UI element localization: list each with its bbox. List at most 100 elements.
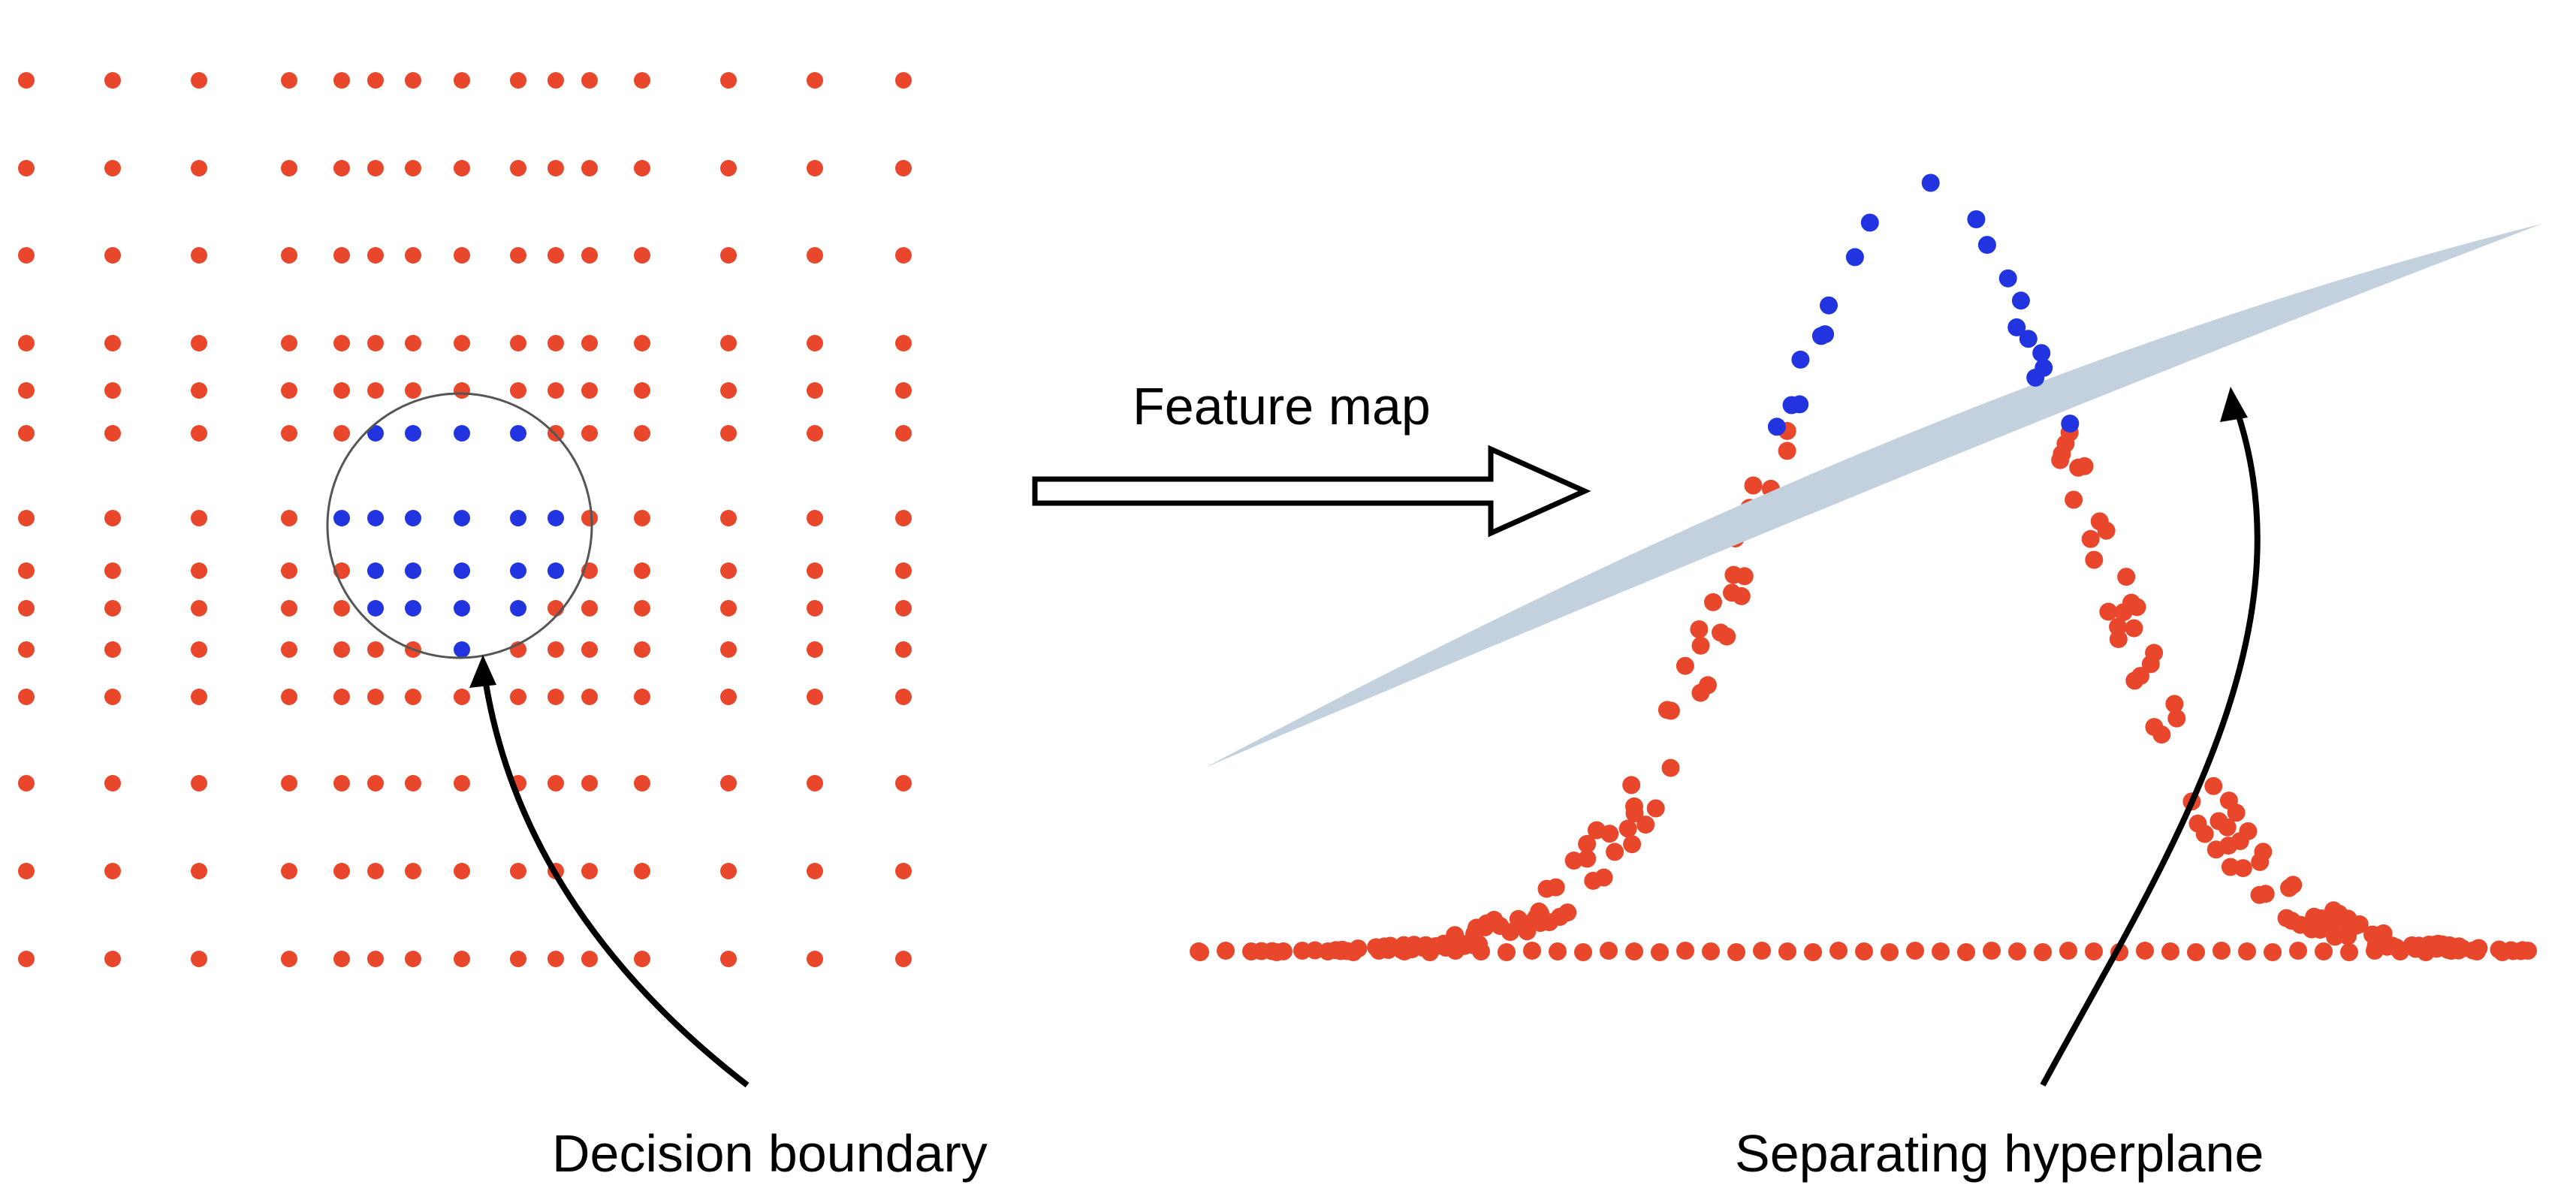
class-a-point [2117, 568, 2136, 586]
class-a-point [581, 600, 598, 617]
class-a-point [895, 641, 912, 658]
class-a-point [807, 641, 823, 658]
class-a-point [510, 247, 526, 264]
class-a-point [1957, 943, 1975, 961]
class-b-point [547, 562, 564, 579]
class-a-point [333, 247, 350, 264]
class-a-point [581, 775, 598, 791]
class-a-point [581, 641, 598, 658]
class-a-point [104, 160, 121, 176]
class-a-point [547, 247, 564, 264]
class-a-point [547, 72, 564, 89]
class-a-point [1727, 943, 1745, 961]
class-b-point [510, 425, 526, 442]
class-a-point [1778, 442, 1796, 460]
class-a-point [1421, 943, 1439, 961]
class-a-point [191, 72, 207, 89]
class-a-point [1676, 942, 1694, 960]
class-a-point [895, 562, 912, 579]
class-b-point [1767, 418, 1786, 436]
class-a-point [720, 775, 737, 791]
class-a-point [634, 863, 650, 879]
class-a-point [895, 951, 912, 967]
class-a-point [333, 863, 350, 879]
class-a-point [18, 951, 35, 967]
class-b-point [510, 600, 526, 617]
class-a-point [281, 562, 297, 579]
class-a-point [2218, 818, 2237, 837]
class-a-point [191, 951, 207, 967]
class-a-point [1690, 620, 1709, 638]
class-a-point [454, 863, 470, 879]
class-a-point [18, 863, 35, 879]
class-a-point [367, 689, 384, 705]
class-a-point [367, 863, 384, 879]
class-a-point [1574, 943, 1592, 961]
class-b-point [1967, 210, 1986, 228]
class-b-point [454, 510, 470, 526]
class-a-point [1600, 825, 1619, 843]
class-a-point [634, 641, 650, 658]
class-a-point [1498, 943, 1516, 961]
class-a-point [2468, 942, 2486, 960]
class-b-point [1820, 296, 1838, 315]
class-a-point [191, 382, 207, 399]
class-a-point [18, 72, 35, 89]
class-a-point [2234, 859, 2252, 878]
class-a-point [1881, 943, 1899, 961]
class-b-point [510, 562, 526, 579]
class-a-point [2161, 942, 2179, 960]
class-b-point [405, 562, 421, 579]
class-a-point [895, 382, 912, 399]
class-a-point [1778, 942, 1796, 960]
class-a-point [1606, 843, 1624, 861]
class-a-point [454, 951, 470, 967]
class-a-point [191, 160, 207, 176]
class-a-point [18, 335, 35, 351]
class-a-point [581, 335, 598, 351]
class-a-point [2366, 942, 2384, 960]
class-a-point [191, 600, 207, 617]
class-a-point [2059, 942, 2077, 960]
feature-space-class-a-points [1190, 421, 2537, 961]
class-a-point [1293, 942, 1311, 960]
class-a-point [405, 775, 421, 791]
class-a-point [1855, 942, 1873, 960]
class-b-point [2035, 358, 2053, 377]
class-a-point [547, 382, 564, 399]
class-a-point [333, 72, 350, 89]
class-a-point [104, 510, 121, 526]
input-space-panel [18, 72, 912, 967]
class-a-point [2034, 943, 2052, 961]
class-a-point [104, 863, 121, 879]
class-a-point [2065, 490, 2083, 509]
class-a-point [1676, 656, 1694, 675]
class-a-point [1578, 834, 1597, 853]
class-b-point [1860, 213, 1879, 232]
class-a-point [2239, 822, 2258, 840]
class-a-point [1370, 942, 1388, 960]
class-a-point [1191, 943, 1209, 961]
class-a-point [281, 335, 297, 351]
class-a-point [2417, 943, 2435, 961]
class-b-point [454, 425, 470, 442]
class-a-point [104, 951, 121, 967]
class-a-point [634, 382, 650, 399]
class-a-point [18, 641, 35, 658]
class-a-point [1661, 758, 1680, 777]
class-a-point [581, 72, 598, 89]
class-a-point [367, 247, 384, 264]
class-a-point [1651, 943, 1669, 961]
class-a-point [1625, 942, 1643, 960]
class-a-point [18, 775, 35, 791]
feature-map-label: Feature map [1133, 377, 1431, 436]
class-a-point [1732, 586, 1751, 605]
class-b-point [367, 600, 384, 617]
class-a-point [581, 382, 598, 399]
class-a-point [581, 863, 598, 879]
class-a-point [18, 600, 35, 617]
class-a-point [1699, 676, 1717, 695]
class-a-point [2136, 942, 2154, 960]
class-a-point [281, 863, 297, 879]
class-a-point [104, 247, 121, 264]
